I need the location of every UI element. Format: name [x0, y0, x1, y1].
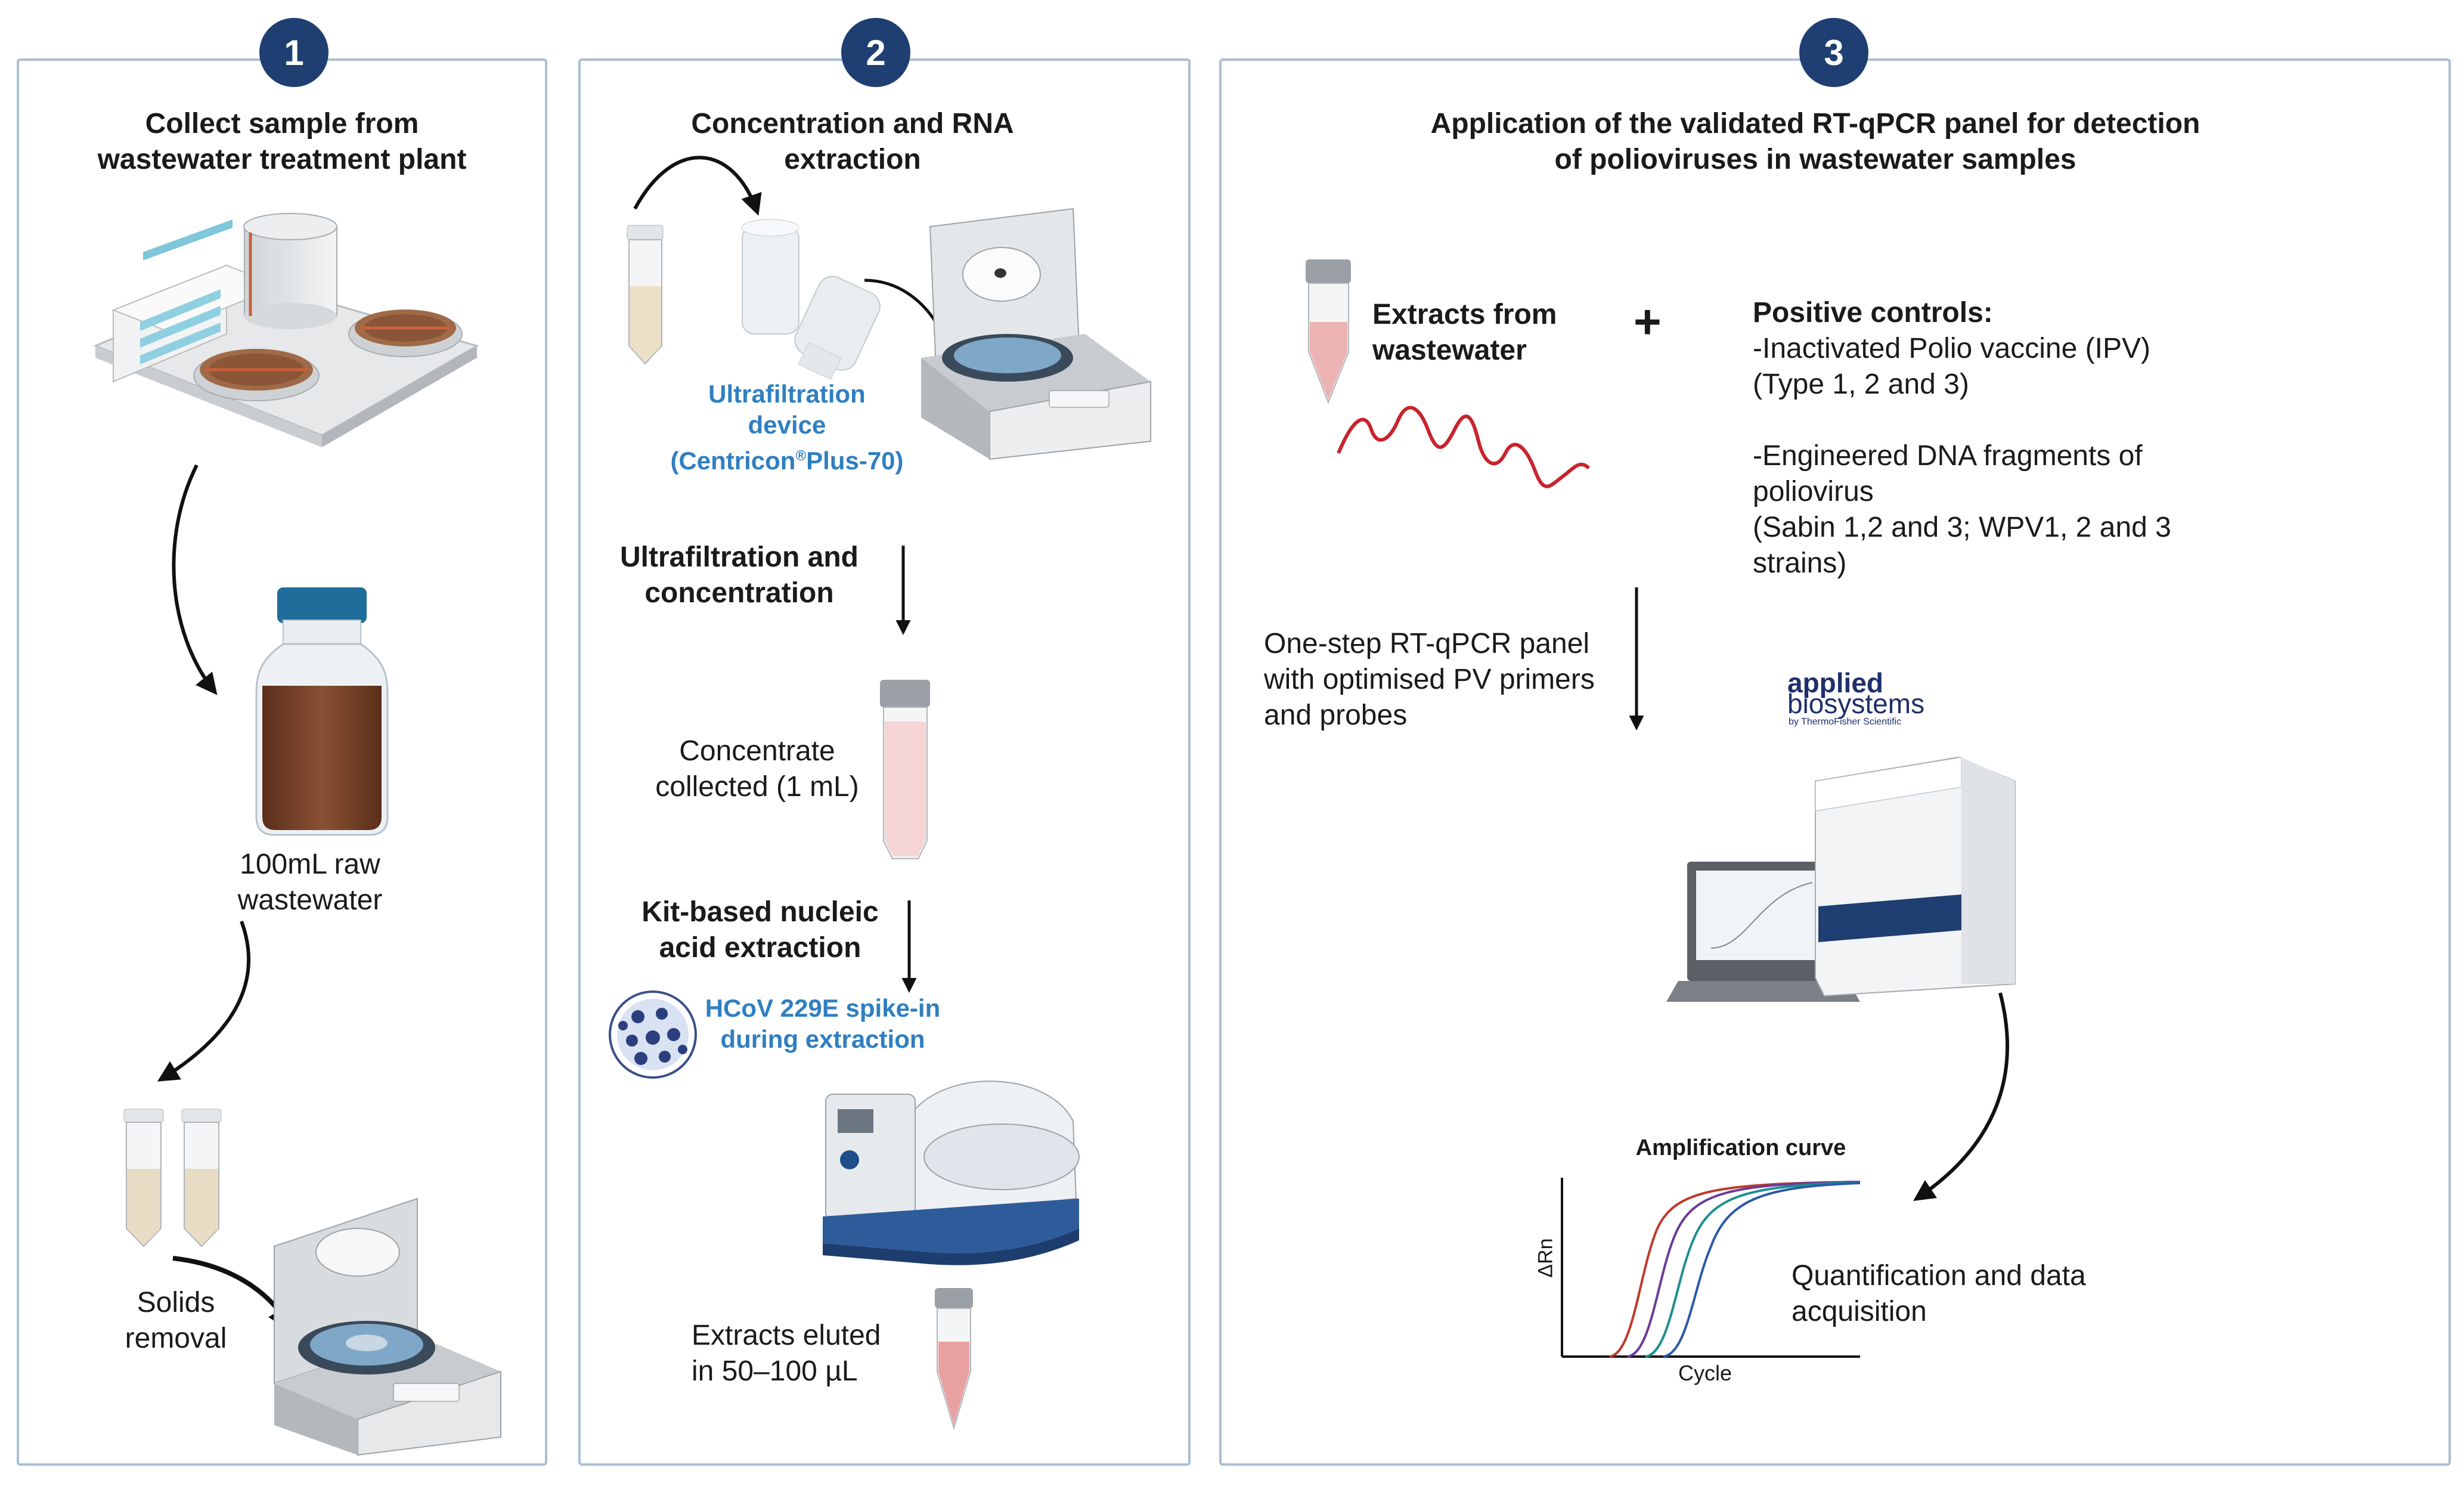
falcon-tube-icon [627, 225, 664, 365]
curve-purple [1627, 1181, 1861, 1358]
rt-qpcr-panel-text: One-step RT-qPCR panel with optimised PV… [1264, 628, 1595, 731]
extracts-label-line2: wastewater [1372, 335, 1527, 366]
chart-x-label: Cycle [1678, 1361, 1732, 1385]
centrifuge-icon-2 [921, 208, 1151, 460]
extracts-label: Extracts from wastewater [1372, 297, 1611, 369]
panel2-title: Concentration and RNA extraction [578, 106, 1127, 178]
treatment-plant-icon [93, 213, 479, 447]
spike-label-line2: during extraction [720, 1025, 925, 1053]
spike-label-line1: HCoV 229E spike-in [705, 994, 941, 1022]
brand-biosystems: biosystems [1787, 688, 1925, 719]
rna-strand-icon [1337, 405, 1591, 488]
step-badge-3: 3 [1799, 18, 1868, 87]
solids-label-line2: removal [125, 1323, 227, 1354]
eluted-tube-icon [935, 1288, 973, 1431]
volume-label: 100mL raw wastewater [191, 847, 429, 918]
positive-controls-text: -Inactivated Polio vaccine (IPV) (Type 1… [1753, 333, 2171, 579]
device-label-line3b: Plus-70) [806, 447, 904, 475]
panel3-title: Application of the validated RT-qPCR pan… [1219, 106, 2412, 178]
panel-step-3 [1219, 58, 2451, 1466]
step-badge-1: 1 [259, 18, 328, 87]
arrow-tube-to-device [633, 156, 762, 216]
kit-extraction-label: Kit-based nucleic acid extraction [620, 894, 900, 966]
eluted-label-line2: in 50–100 µL [692, 1355, 858, 1387]
centrifuge-tubes-icon [123, 1109, 222, 1247]
kit-label-line2: acid extraction [659, 932, 861, 964]
brand-applied: applied [1787, 667, 1884, 698]
amplification-chart [1561, 1178, 1861, 1358]
panel1-title-line2: wastewater treatment plant [97, 144, 467, 175]
ultrafiltration-device-label: Ultrafiltration device (Centricon®Plus-7… [644, 379, 930, 476]
extracts-tube-icon [1306, 259, 1351, 404]
device-label-line3a: (Centricon [670, 447, 796, 475]
concentrate-label: Concentrate collected (1 mL) [632, 733, 882, 805]
curve-teal [1645, 1181, 1861, 1358]
solids-label-line1: Solids [137, 1287, 215, 1318]
chart-y-label: ΔRn [1534, 1238, 1557, 1278]
panel3-title-line2: of polioviruses in wastewater samples [1554, 144, 2076, 175]
ultrafiltration-step-label: Ultrafiltration and concentration [602, 540, 876, 611]
arrow-plant-to-bottle [172, 464, 218, 695]
quant-label-line1: Quantification and data [1792, 1260, 2086, 1292]
arrow-instrument-to-curve [1913, 992, 2009, 1201]
device-label-line3: (Centricon®Plus-70) [644, 441, 930, 476]
ultrafiltration-device-icon [741, 219, 881, 380]
concentrate-tube-icon [880, 680, 930, 859]
centrifuge-icon-1 [274, 1197, 501, 1456]
panel2-title-line2: extraction [784, 144, 921, 175]
volume-label-line2: wastewater [237, 884, 383, 916]
step-badge-2: 2 [841, 18, 910, 87]
concentrate-label-line2: collected (1 mL) [655, 771, 859, 803]
device-label-line1: Ultrafiltration [708, 380, 866, 408]
spike-in-label: HCoV 229E spike-in during extraction [698, 993, 948, 1055]
eluted-label: Extracts eluted in 50–100 µL [692, 1318, 918, 1389]
kit-label-line1: Kit-based nucleic [641, 896, 879, 928]
panel3-title-line1: Application of the validated RT-qPCR pan… [1430, 108, 2200, 140]
amplification-curve-title: Amplification curve [1635, 1135, 1846, 1160]
curve-blue [1663, 1182, 1861, 1358]
device-label-line2: device [748, 411, 826, 439]
wastewater-bottle-icon [255, 587, 389, 836]
registered-mark: ® [795, 448, 807, 464]
curve-red [1609, 1181, 1861, 1358]
quant-label-line2: acquisition [1792, 1296, 1927, 1327]
extracts-label-line1: Extracts from [1372, 299, 1557, 330]
concentrate-label-line1: Concentrate [679, 735, 835, 767]
extraction-instrument-icon [823, 1081, 1080, 1265]
qpcr-instrument-icon [1666, 756, 2016, 1002]
quantification-label: Quantification and data acquisition [1792, 1258, 2161, 1330]
eluted-label-line1: Extracts eluted [692, 1320, 881, 1351]
panel1-title: Collect sample from wastewater treatment… [17, 106, 547, 178]
panel2-title-line1: Concentration and RNA [691, 108, 1014, 140]
solids-removal-label: Solids removal [101, 1285, 250, 1357]
uf-label-line2: concentration [644, 577, 834, 609]
panel1-title-line1: Collect sample from [145, 108, 419, 140]
virus-icon [609, 990, 697, 1079]
brand-thermofisher: by ThermoFisher Scientific [1789, 717, 1902, 727]
uf-label-line1: Ultrafiltration and [619, 541, 858, 573]
plus-sign: + [1634, 295, 1662, 348]
positive-controls-title: Positive controls: [1753, 297, 1993, 329]
arrow-bottle-to-tubes [157, 920, 250, 1082]
volume-label-line1: 100mL raw [240, 849, 380, 880]
